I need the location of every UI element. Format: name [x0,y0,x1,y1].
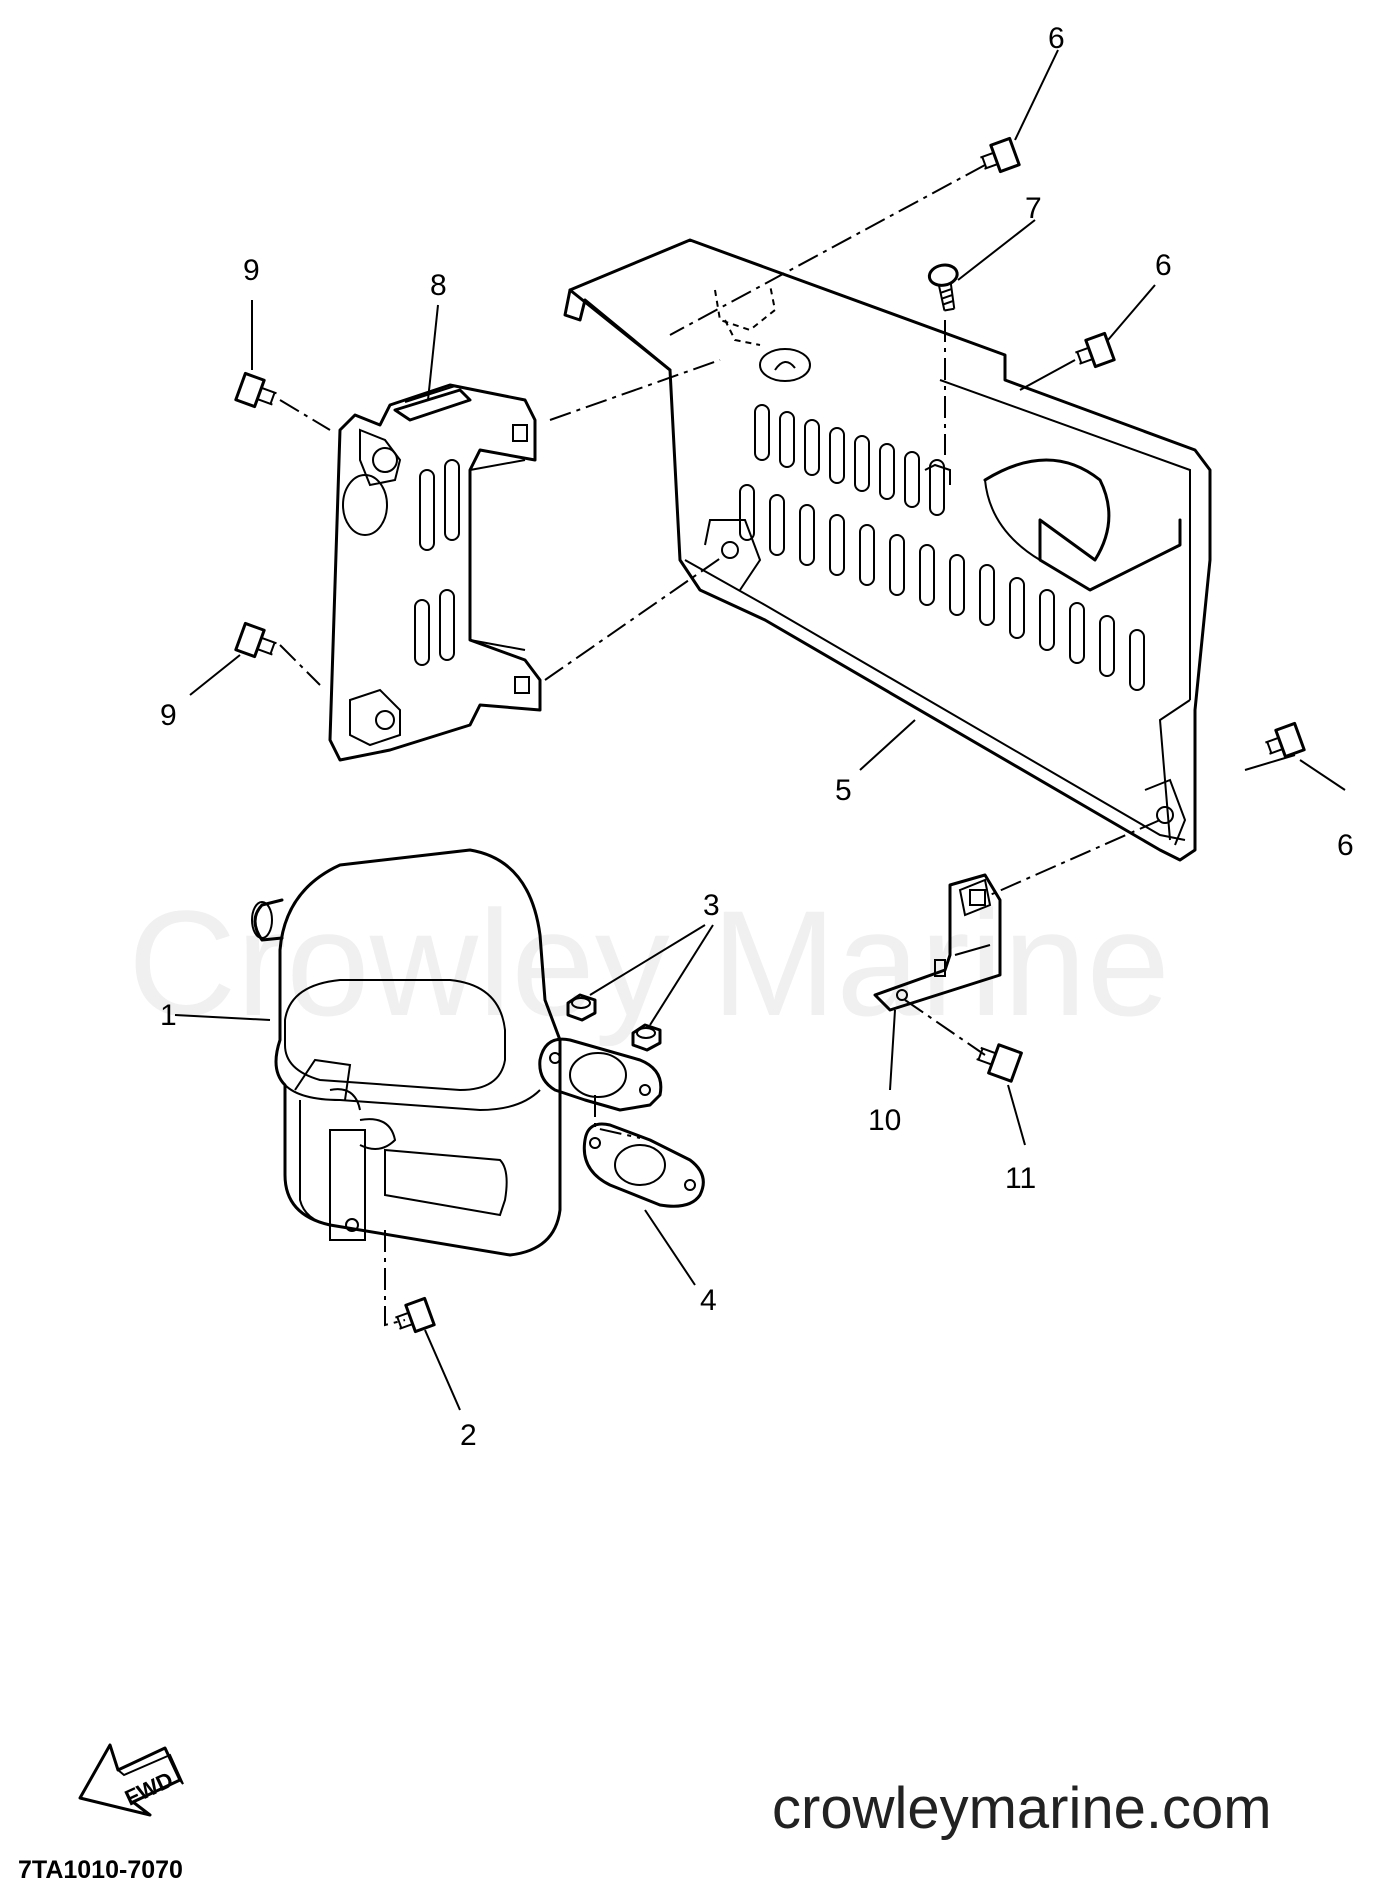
side-bracket-part [328,383,542,762]
muffler-part [251,848,562,1257]
leader-lines [174,49,1346,1411]
watermark-text: Crowley Marine [128,879,1170,1047]
assembly-lines [279,164,1161,1327]
nut-parts [566,993,662,1052]
callout-9-lower: 9 [160,699,177,732]
callout-3: 3 [703,889,720,922]
bolt-parts [234,136,1306,1334]
fwd-arrow-icon: FWD [78,1743,184,1817]
callout-1: 1 [160,999,177,1032]
callout-5: 5 [835,774,852,807]
callout-6-right: 6 [1155,249,1172,282]
gasket-part [538,1037,705,1208]
website-link[interactable]: crowleymarine.com [772,1776,1272,1841]
callout-10: 10 [868,1104,901,1137]
callout-7: 7 [1025,192,1042,225]
muffler-cover-part [563,238,1212,862]
callout-6-bottom: 6 [1337,829,1354,862]
callout-8: 8 [430,269,447,302]
callout-2: 2 [460,1419,477,1452]
callout-numbers: 6 7 6 8 9 9 5 6 3 1 10 11 4 2 [160,22,1354,1452]
small-bracket-part [873,873,1002,1012]
callout-6-top: 6 [1048,22,1065,55]
callout-11: 11 [1005,1162,1036,1195]
diagram-code: 7TA1010-7070 [18,1856,183,1884]
callout-4: 4 [700,1284,717,1317]
callout-9-upper: 9 [243,254,260,287]
